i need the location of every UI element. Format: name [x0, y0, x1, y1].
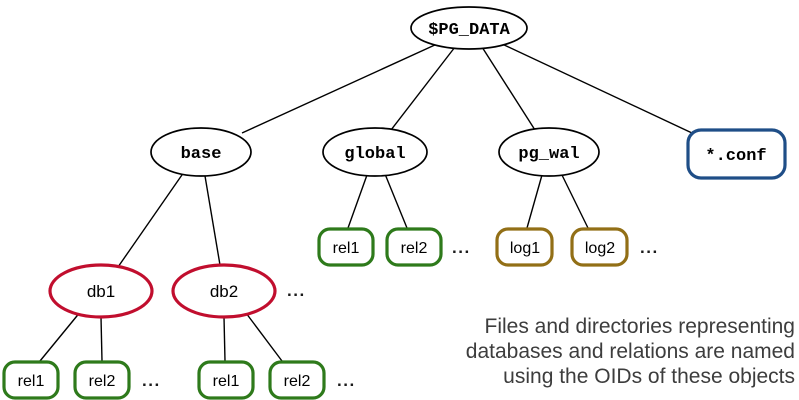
edge-db2-rel2: [242, 308, 283, 362]
edge-root-global: [390, 46, 456, 131]
conf-label: *.conf: [705, 147, 766, 166]
node-db1-rel2: rel2: [73, 360, 131, 400]
edge-db1-rel1: [39, 310, 82, 362]
db2-rel1-box: [197, 360, 255, 400]
edge-pgwal-log2: [560, 172, 589, 229]
node-global-rel2: rel2: [385, 227, 443, 267]
pgdata-ellipse: [410, 6, 528, 50]
node-base: base: [150, 127, 252, 177]
pgwal-ellipse: [498, 127, 600, 177]
node-db1-rel1: rel1: [2, 360, 60, 400]
db1-rel2-box: [73, 360, 131, 400]
db2-ellipse: [171, 263, 277, 319]
edge-root-pgwal: [481, 46, 536, 131]
db2-rel2-label: rel2: [284, 373, 311, 390]
caption-line-3: using the OIDs of these objects: [503, 365, 795, 388]
global-label: global: [344, 145, 405, 164]
node-conf: *.conf: [686, 128, 787, 180]
node-db2-rel1: rel1: [197, 360, 255, 400]
db-ellipsis: ...: [287, 281, 306, 300]
edge-global-rel1: [347, 174, 368, 229]
base-label: base: [181, 145, 222, 164]
log-ellipsis: ...: [640, 238, 659, 257]
edge-root-conf: [499, 42, 693, 134]
pgdata-label: $PG_DATA: [428, 21, 510, 40]
base-ellipse: [150, 127, 252, 177]
edge-db2-rel1: [223, 316, 226, 362]
node-pgwal: pg_wal: [498, 127, 600, 177]
db1-label: db1: [87, 282, 115, 301]
node-log2: log2: [570, 227, 629, 267]
global-rel2-label: rel2: [401, 240, 428, 257]
node-global-rel1: rel1: [317, 227, 375, 267]
node-db1: db1: [48, 263, 154, 319]
pgwal-label: pg_wal: [518, 145, 579, 164]
db1-rel1-label: rel1: [18, 373, 45, 390]
db1-rel1-box: [2, 360, 60, 400]
node-log1: log1: [495, 227, 554, 267]
node-db2: db2: [171, 263, 277, 319]
global-rel2-box: [385, 227, 443, 267]
node-global: global: [322, 127, 428, 177]
log2-box: [570, 227, 629, 267]
global-rel1-box: [317, 227, 375, 267]
global-rel1-label: rel1: [333, 240, 360, 257]
edge-root-base: [241, 43, 438, 134]
log2-label: log2: [585, 240, 615, 257]
db2-rel1-label: rel1: [213, 373, 240, 390]
node-db2-rel2: rel2: [268, 360, 326, 400]
db2-rel2-box: [268, 360, 326, 400]
edge-base-db2: [204, 175, 221, 266]
global-ellipse: [322, 127, 428, 177]
global-rel-ellipsis: ...: [452, 238, 471, 257]
db1-rel2-label: rel2: [89, 373, 116, 390]
caption-line-2: databases and relations are named: [466, 340, 795, 363]
edge-base-db1: [117, 171, 185, 268]
log1-box: [495, 227, 554, 267]
db2-label: db2: [210, 282, 238, 301]
edge-global-rel2: [384, 173, 408, 229]
db2-rel-ellipsis: ...: [337, 371, 356, 390]
edge-db1-rel2: [100, 316, 103, 362]
caption-line-1: Files and directories representing: [485, 315, 796, 338]
conf-box: [686, 128, 787, 180]
tree-edges: [39, 42, 693, 362]
edge-pgwal-log1: [526, 174, 543, 229]
db1-ellipse: [48, 263, 154, 319]
db1-rel-ellipsis: ...: [142, 371, 161, 390]
log1-label: log1: [510, 240, 540, 257]
caption: Files and directories representing datab…: [466, 315, 795, 388]
node-pgdata: $PG_DATA: [410, 6, 528, 50]
